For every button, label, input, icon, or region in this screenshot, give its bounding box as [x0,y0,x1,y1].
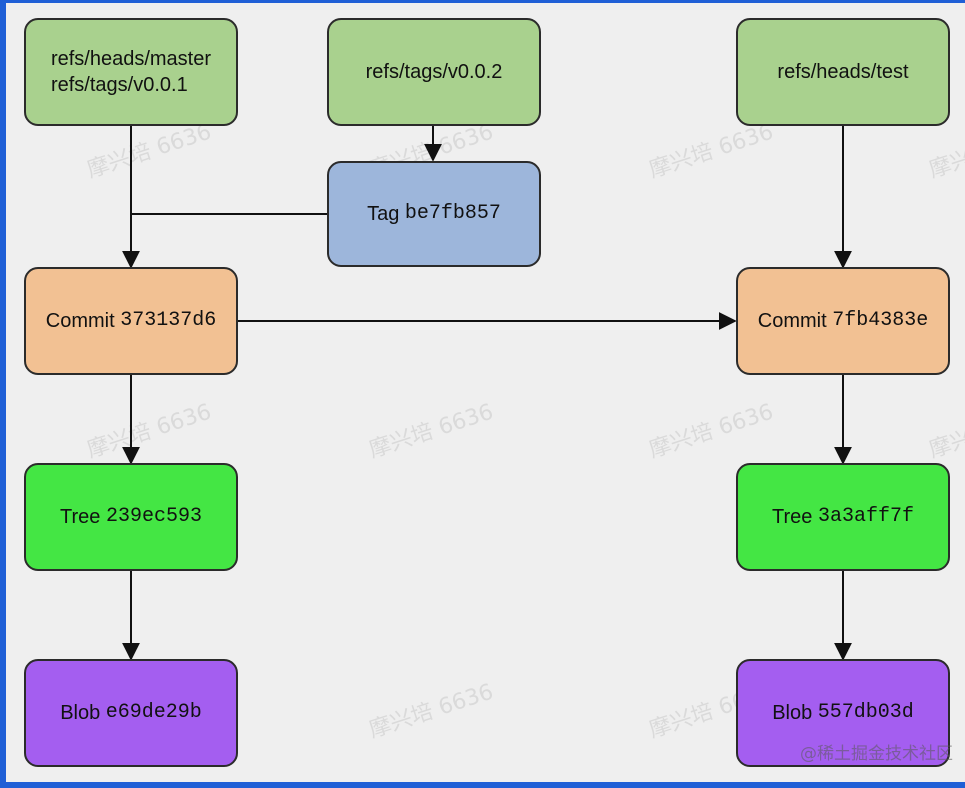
node-hash: 557db03d [817,701,914,724]
node-kind: Blob [60,702,101,724]
diagram-canvas: 摩兴培 6636 摩兴培 6636 摩兴培 6636 摩兴培 6636 摩兴培 … [6,3,965,782]
node-tag-object: Tag be7fb857 [327,161,541,267]
node-blob-left: Blob e69de29b [24,659,238,767]
node-label: refs/tags/v0.0.1 [50,74,188,96]
node-ref-master-tag-v001: refs/heads/master refs/tags/v0.0.1 [24,18,238,126]
node-label: refs/heads/master [50,48,212,70]
site-watermark: @稀土掘金技术社区 [800,744,953,764]
node-tree-left: Tree 239ec593 [24,463,238,571]
node-hash: 373137d6 [120,309,217,332]
node-hash: be7fb857 [404,202,501,225]
node-ref-heads-test: refs/heads/test [736,18,950,126]
node-label: refs/tags/v0.0.2 [365,61,503,83]
node-tree-right: Tree 3a3aff7f [736,463,950,571]
node-blob-right: Blob 557db03d [736,659,950,767]
node-commit-right: Commit 7fb4383e [736,267,950,375]
node-kind: Tag [367,203,400,225]
node-kind: Blob [772,702,813,724]
edges-layer [122,126,852,661]
node-kind: Tree [772,506,813,528]
node-ref-tag-v002: refs/tags/v0.0.2 [327,18,541,126]
node-kind: Tree [60,506,101,528]
node-kind: Commit [757,310,827,332]
node-commit-left: Commit 373137d6 [24,267,238,375]
node-hash: 239ec593 [105,505,202,528]
node-hash: e69de29b [105,701,202,724]
node-kind: Commit [45,310,115,332]
node-label: refs/heads/test [777,61,909,83]
node-hash: 7fb4383e [832,309,929,332]
node-hash: 3a3aff7f [817,505,914,528]
